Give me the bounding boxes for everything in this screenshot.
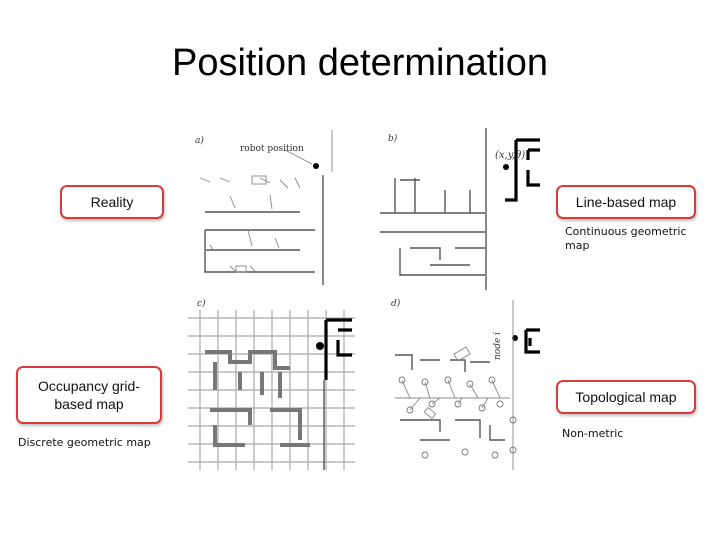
pose-label: (x,y,θ): [495, 150, 525, 161]
topological-nodes: [398, 376, 517, 459]
label-line-based-text: Line-based map: [575, 194, 677, 210]
robot-dot-a: [313, 163, 319, 169]
robot-position-label: robot position: [240, 144, 304, 154]
label-line-based-sub: Continuous geometric map: [565, 225, 687, 252]
label-occupancy-sub: Discrete geometric map: [18, 436, 151, 449]
panel-a-label: a): [195, 135, 204, 146]
label-occupancy: Occupancy grid-based map: [16, 366, 162, 424]
panel-reality-map: a) robot position: [195, 130, 333, 285]
label-reality-text: Reality: [90, 194, 134, 210]
label-occupancy-text: Occupancy grid-based map: [38, 378, 140, 412]
panel-topological-map: d) node i: [391, 298, 540, 470]
panel-d-label: d): [391, 298, 401, 309]
robot-dot-d: [512, 335, 518, 341]
label-topological: Topological map: [556, 380, 696, 414]
label-line-based: Line-based map: [556, 185, 696, 219]
panel-grid-map: c): [188, 298, 355, 470]
slide-title: Position determination: [172, 42, 548, 84]
panel-b-label: b): [388, 133, 398, 144]
panel-c-label: c): [197, 298, 206, 309]
label-topological-text: Topological map: [575, 389, 677, 405]
robot-dot-c: [316, 342, 324, 350]
robot-dot-b: [503, 164, 509, 170]
node-label: node i: [493, 332, 503, 360]
panel-line-map: b) (x,y,θ): [380, 128, 540, 290]
label-topological-sub: Non-metric: [562, 427, 624, 440]
label-reality: Reality: [60, 185, 164, 219]
